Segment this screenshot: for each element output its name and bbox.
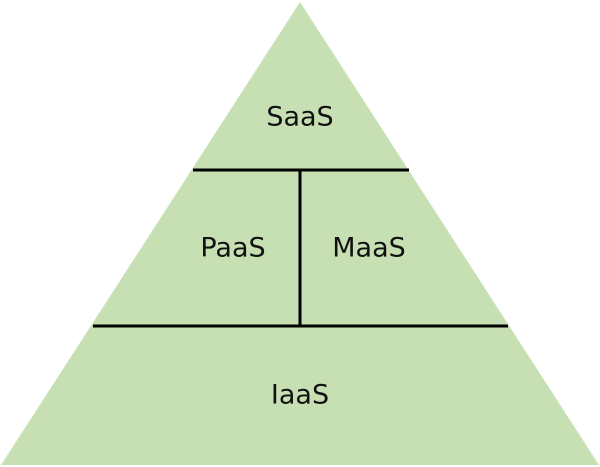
tier-label-paas: PaaS: [200, 232, 266, 264]
tier-label-maas: MaaS: [332, 232, 406, 264]
tier-label-saas: SaaS: [266, 101, 334, 133]
tier-label-iaas: IaaS: [270, 379, 330, 411]
